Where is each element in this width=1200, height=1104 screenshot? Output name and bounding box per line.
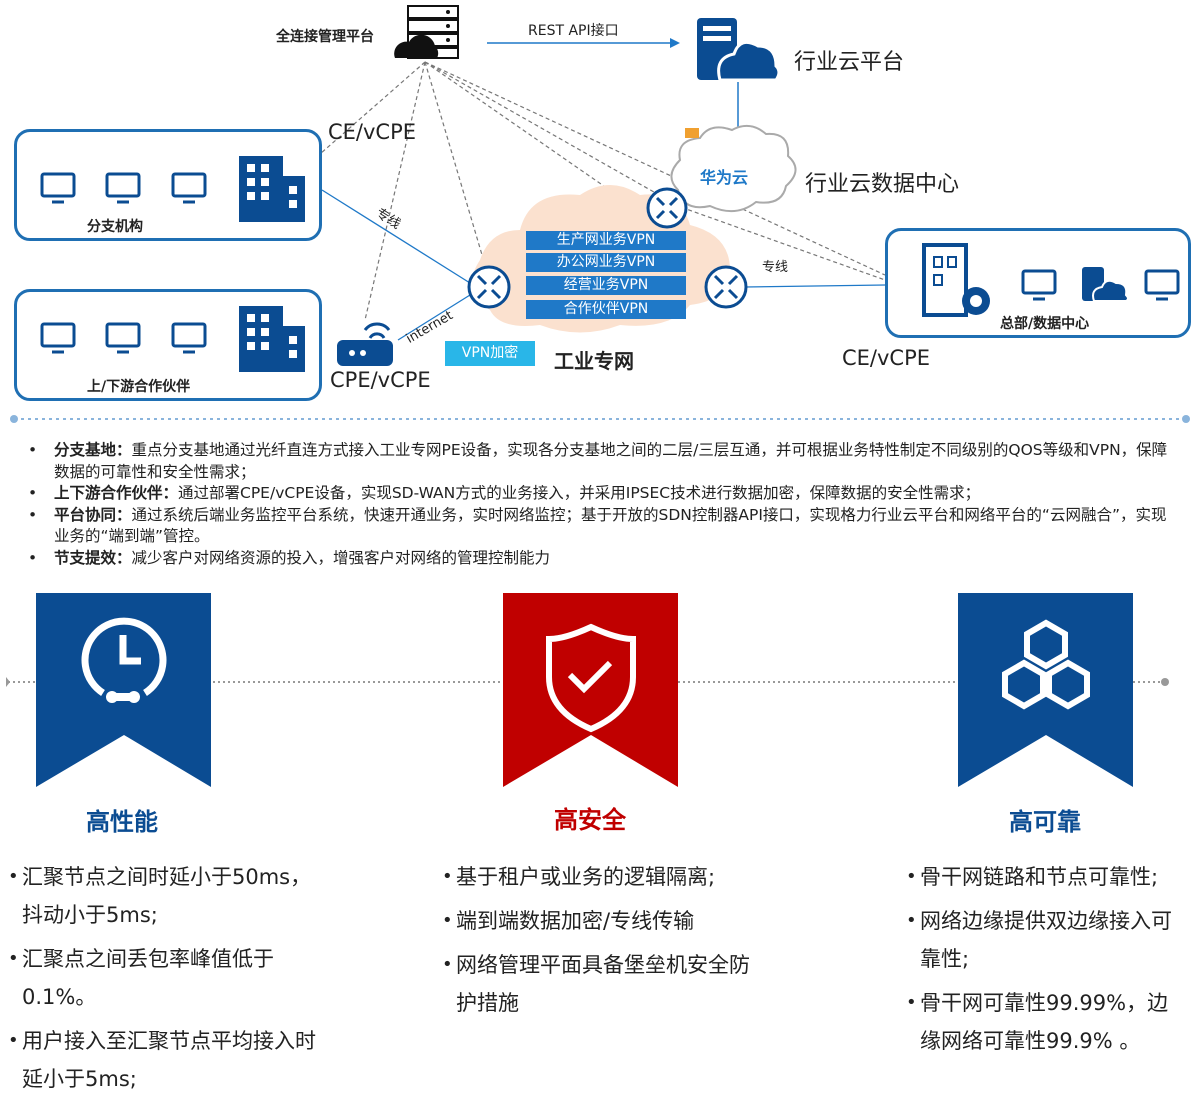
ce-vcpe-right-label: CE/vCPE [842, 346, 931, 370]
clock-icon [81, 617, 167, 696]
router-icon-top [646, 187, 688, 229]
cloud-server-icon [1082, 267, 1129, 302]
partner-label: 上/下游合作伙伴 [87, 379, 191, 395]
feature-title-security: 高安全 [554, 806, 626, 834]
hq-box: 总部/数据中心 [885, 228, 1191, 338]
branch-box: 分支机构 [14, 129, 322, 241]
feature-list-performance: 汇聚节点之间时延小于50ms，抖动小于5ms; 汇聚点之间丢包率峰值低于0.1%… [8, 858, 318, 1104]
leased-line-right-label: 专线 [762, 260, 789, 275]
bullet-efficiency: 节支提效：减少客户对网络资源的投入，增强客户对网络的管理控制能力 [24, 548, 1174, 570]
monitor-icons [40, 322, 207, 354]
list-item: 用户接入至汇聚节点平均接入时延小于5ms; [8, 1022, 318, 1098]
huawei-cloud-label: 华为云 [700, 168, 749, 187]
ribbon-performance [36, 593, 211, 787]
building-icon [239, 306, 305, 372]
list-item: 端到端数据加密/专线传输 [442, 902, 752, 940]
cpe-vcpe-label: CPE/vCPE [330, 368, 431, 392]
leased-line-right [744, 284, 886, 288]
shield-check-icon [546, 623, 636, 733]
feature-title-reliability: 高可靠 [1009, 808, 1081, 836]
list-item: 基于租户或业务的逻辑隔离; [442, 858, 752, 896]
list-item: 网络边缘提供双边缘接入可靠性; [906, 902, 1186, 978]
vpn-bar-office: 办公网业务VPN [526, 253, 686, 272]
feature-title-performance: 高性能 [86, 808, 158, 836]
bullet-branch: 分支基地：重点分支基地通过光纤直连方式接入工业专网PE设备，实现各分支基地之间的… [24, 440, 1174, 483]
vpn-bar-partner: 合作伙伴VPN [526, 300, 686, 319]
rest-api-label: REST API接口 [528, 23, 619, 39]
industrial-network-label: 工业专网 [554, 349, 634, 373]
cpe-router-icon [337, 322, 393, 366]
hexagons-icon [1002, 619, 1090, 710]
bullet-partner: 上下游合作伙伴：通过部署CPE/vCPE设备，实现SD-WAN方式的业务接入，并… [24, 483, 1174, 505]
list-item: 骨干网链路和节点可靠性; [906, 858, 1186, 896]
monitor-icons [1021, 269, 1180, 301]
monitor-icons [40, 172, 207, 204]
list-item: 骨干网可靠性99.99%，边缘网络可靠性99.9% 。 [906, 984, 1186, 1060]
list-item: 汇聚点之间丢包率峰值低于0.1%。 [8, 940, 318, 1016]
description-bullets: 分支基地：重点分支基地通过光纤直连方式接入工业专网PE设备，实现各分支基地之间的… [24, 440, 1174, 569]
industry-cloud-platform-label: 行业云平台 [794, 50, 905, 75]
vpn-bar-business: 经营业务VPN [526, 276, 686, 295]
ribbon-security [503, 593, 678, 787]
vpn-encrypt-badge: VPN加密 [445, 341, 535, 366]
list-item: 网络管理平面具备堡垒机安全防护措施 [442, 946, 752, 1022]
bullet-platform: 平台协同：通过系统后端业务监控平台系统，快速开通业务，实时网络监控；基于开放的S… [24, 505, 1174, 548]
router-icon-right [704, 265, 748, 309]
cloud-server-icon [697, 18, 781, 82]
office-building-icon [922, 243, 990, 317]
partner-box: 上/下游合作伙伴 [14, 289, 322, 401]
router-icon-left [467, 265, 511, 309]
hq-label: 总部/数据中心 [1000, 316, 1090, 332]
branch-label: 分支机构 [87, 219, 143, 235]
features-ribbons [6, 593, 1169, 787]
building-icon [239, 156, 305, 222]
internet-link [397, 294, 471, 341]
mgmt-platform-label: 全连接管理平台 [276, 29, 374, 45]
feature-list-security: 基于租户或业务的逻辑隔离; 端到端数据加密/专线传输 网络管理平面具备堡垒机安全… [442, 858, 752, 1028]
list-item: 汇聚节点之间时延小于50ms，抖动小于5ms; [8, 858, 318, 934]
huawei-cloud-shape [670, 124, 797, 213]
network-diagram [10, 5, 1190, 423]
industry-cloud-dc-label: 行业云数据中心 [805, 172, 960, 197]
server-cloud-icon [394, 5, 459, 59]
leased-line-left [321, 189, 471, 284]
vpn-bar-production: 生产网业务VPN [526, 231, 686, 250]
feature-list-reliability: 骨干网链路和节点可靠性; 网络边缘提供双边缘接入可靠性; 骨干网可靠性99.99… [906, 858, 1186, 1066]
ce-vcpe-top-label: CE/vCPE [328, 120, 417, 144]
